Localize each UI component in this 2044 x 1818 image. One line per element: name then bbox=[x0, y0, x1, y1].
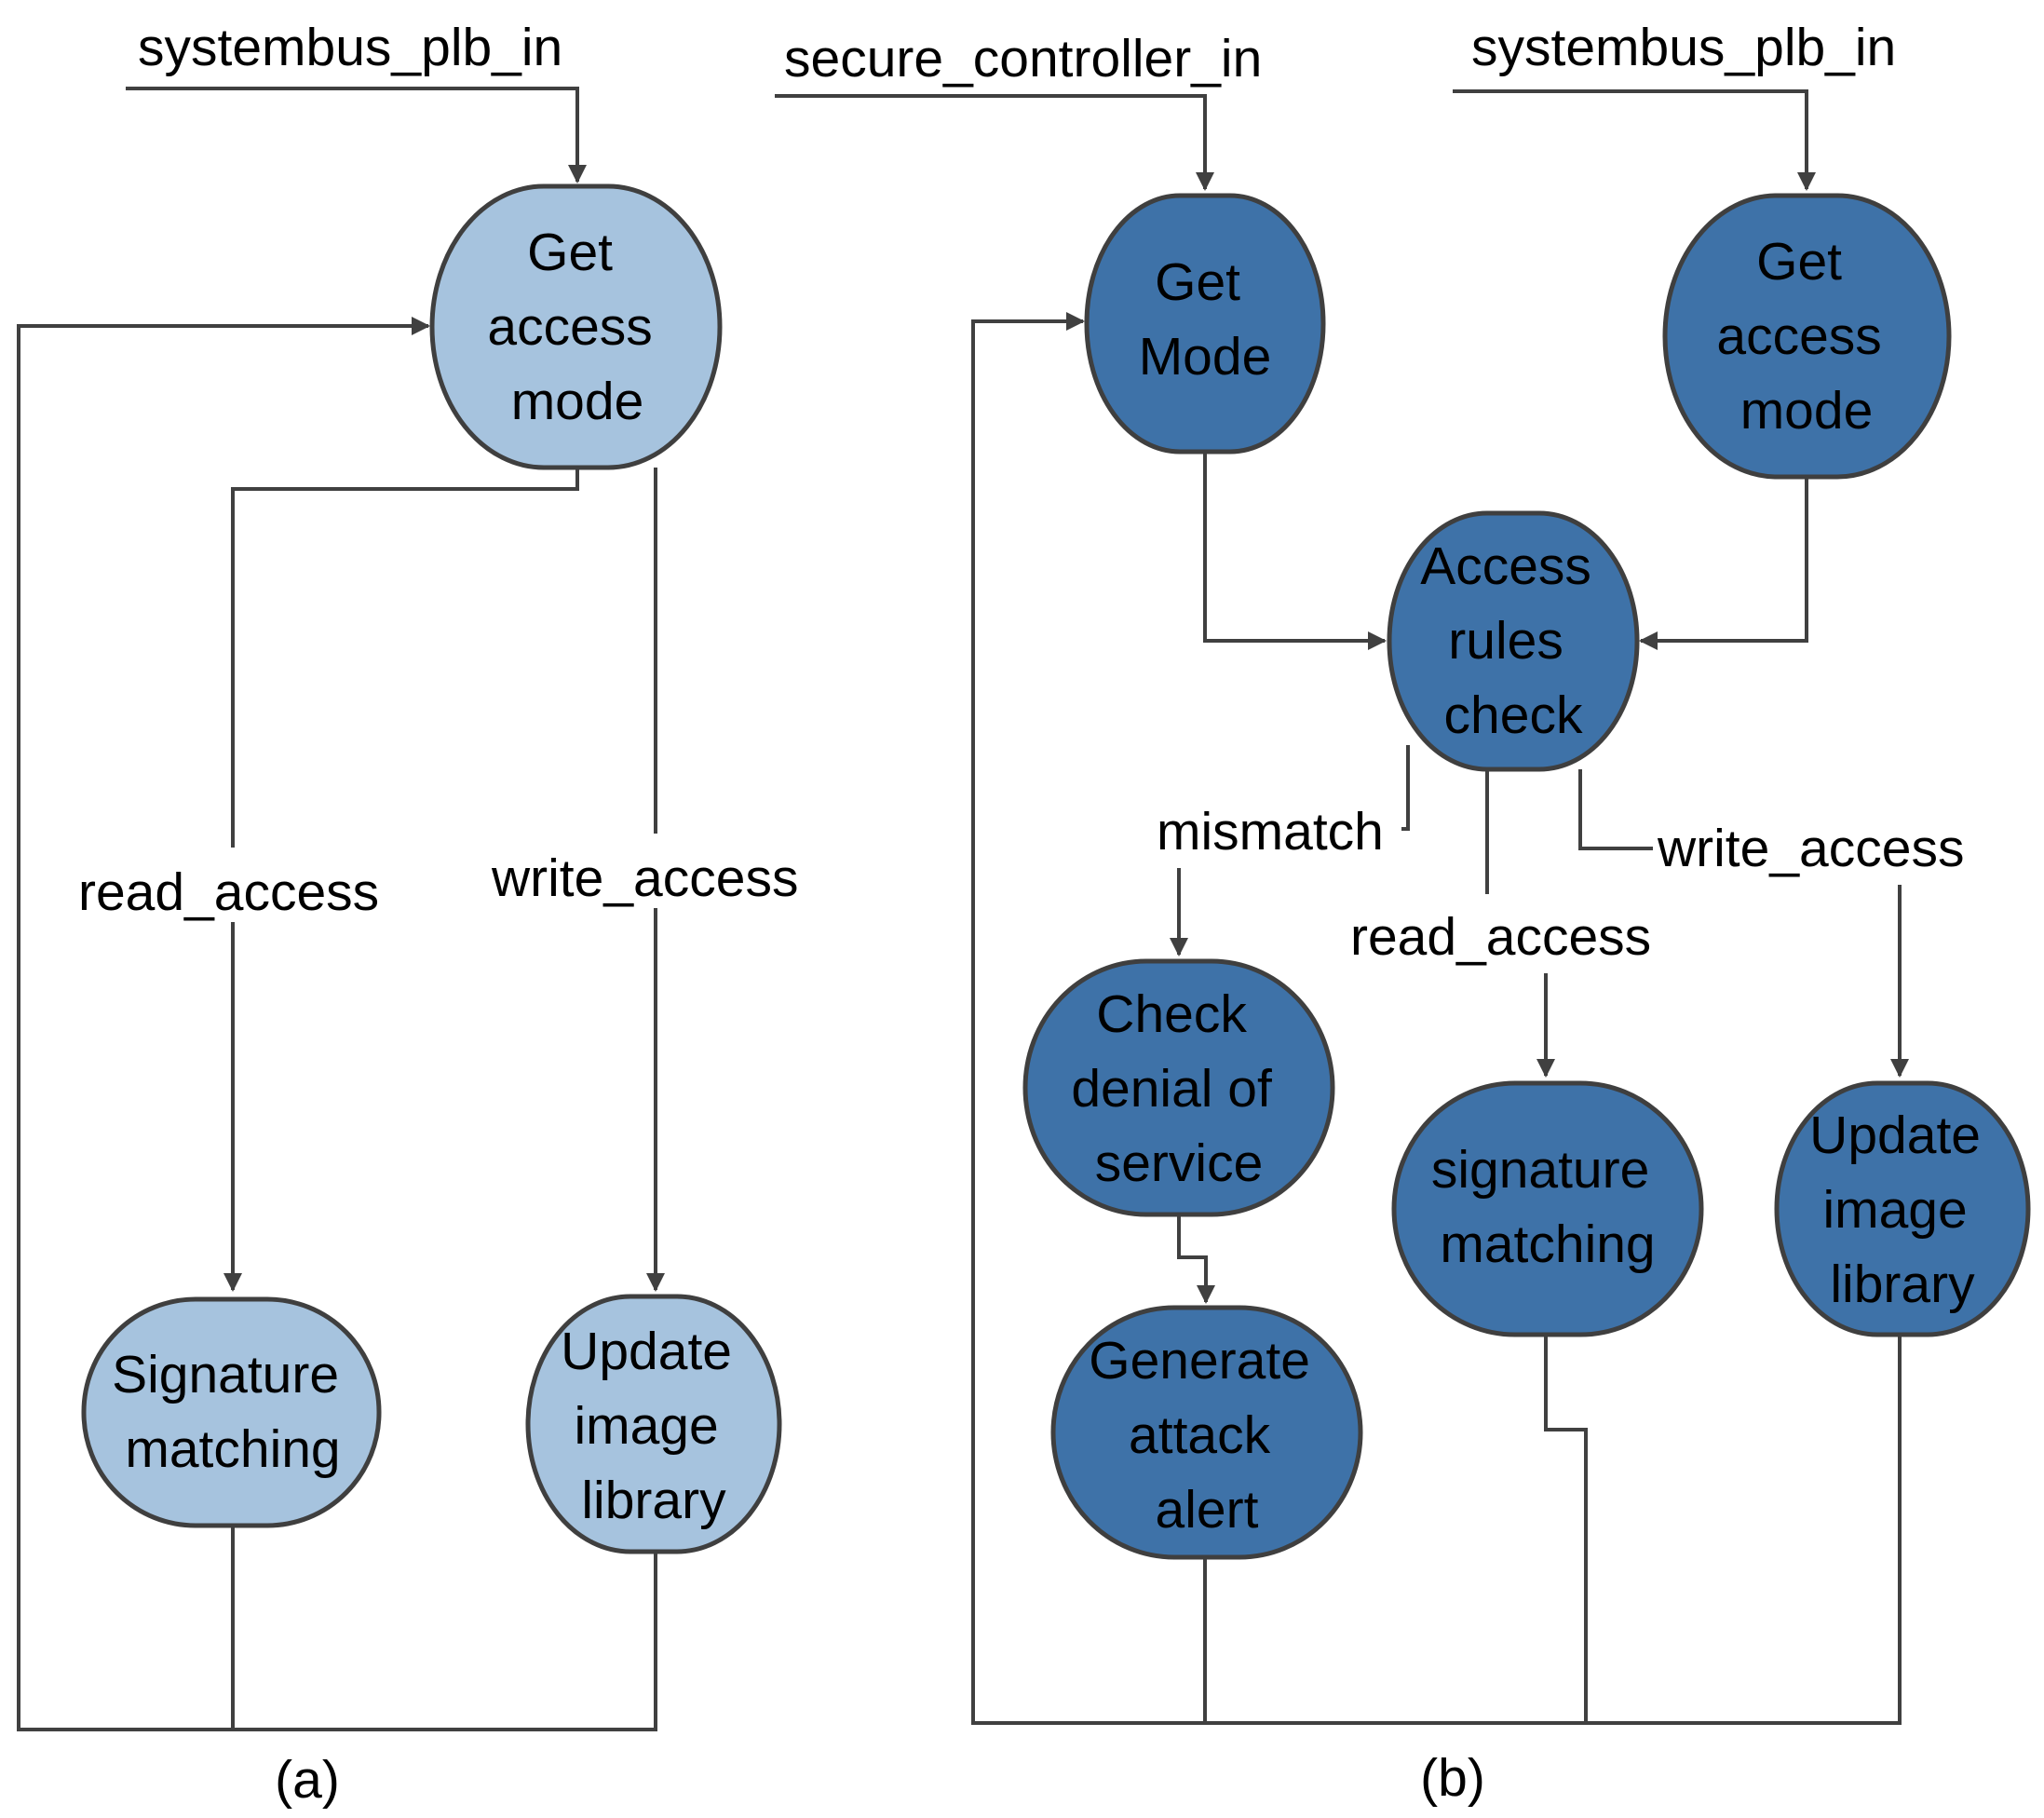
node-check-denial-b: Check denial of service bbox=[1022, 958, 1335, 1217]
edge-loop-b-signature bbox=[1544, 1335, 1588, 1723]
edge-read-a bbox=[231, 468, 579, 848]
node-get-access-mode-a: Get access mode bbox=[429, 183, 723, 470]
panel-a: Get access mode Signature matching Updat… bbox=[17, 18, 798, 1810]
edge-write-b bbox=[1578, 769, 1653, 850]
edge-loop-b bbox=[971, 312, 1207, 1725]
node-get-access-mode-a-text: Get access mode bbox=[487, 223, 667, 431]
edge-input-mode-b bbox=[775, 94, 1214, 191]
node-generate-alert-b: Generate attack alert bbox=[1050, 1305, 1363, 1560]
node-update-image-library-b: Update image library bbox=[1774, 1080, 2031, 1337]
input-label-access-b: systembus_plb_in bbox=[1471, 18, 1896, 77]
node-check-denial-b-text: Check denial of service bbox=[1071, 984, 1286, 1193]
input-label-mode-b: secure_controller_in bbox=[784, 29, 1262, 88]
node-signature-matching-a-text: Signature matching bbox=[112, 1345, 354, 1479]
node-generate-alert-b-text: Generate attack alert bbox=[1089, 1331, 1325, 1540]
node-get-access-mode-b: Get access mode bbox=[1662, 193, 1952, 480]
edge-loop-b-update bbox=[1205, 1335, 1902, 1725]
node-get-mode-b-text: Get Mode bbox=[1139, 252, 1272, 387]
panel-b: Get Mode Get access mode Access rules ch… bbox=[775, 18, 2031, 1808]
node-access-rules-check-b: Access rules check bbox=[1387, 510, 1640, 772]
input-label-a: systembus_plb_in bbox=[138, 18, 562, 77]
read-access-label-b: read_access bbox=[1350, 907, 1651, 967]
node-update-image-library-a: Update image library bbox=[525, 1294, 782, 1554]
node-signature-matching-a: Signature matching bbox=[81, 1296, 382, 1528]
edge-mismatch-b bbox=[1401, 745, 1410, 831]
edge-loop-a-update bbox=[233, 1552, 657, 1731]
edge-loop-a bbox=[17, 317, 430, 1731]
caption-b: (b) bbox=[1420, 1748, 1485, 1808]
edge-denial-to-alert bbox=[1177, 1214, 1215, 1304]
node-signature-matching-b: signature matching bbox=[1391, 1080, 1704, 1337]
edge-input-a bbox=[126, 87, 587, 183]
edge-mode-to-rules bbox=[1203, 452, 1387, 650]
mismatch-label-b: mismatch bbox=[1157, 802, 1384, 862]
node-update-image-library-b-text: Update image library bbox=[1809, 1106, 1996, 1314]
caption-a: (a) bbox=[275, 1750, 340, 1810]
write-access-label-a: write_access bbox=[491, 848, 798, 908]
read-access-label-a: read_access bbox=[78, 862, 379, 922]
node-get-access-mode-b-text: Get access mode bbox=[1716, 232, 1896, 441]
node-signature-matching-b-text: signature matching bbox=[1431, 1140, 1664, 1274]
write-access-label-b: write_access bbox=[1657, 819, 1964, 878]
node-get-mode-b: Get Mode bbox=[1084, 193, 1326, 454]
node-update-image-library-a-text: Update image library bbox=[561, 1322, 747, 1530]
node-access-rules-check-b-text: Access rules check bbox=[1420, 536, 1606, 745]
edge-access-to-rules bbox=[1639, 477, 1808, 650]
edge-input-access-b bbox=[1453, 89, 1816, 191]
